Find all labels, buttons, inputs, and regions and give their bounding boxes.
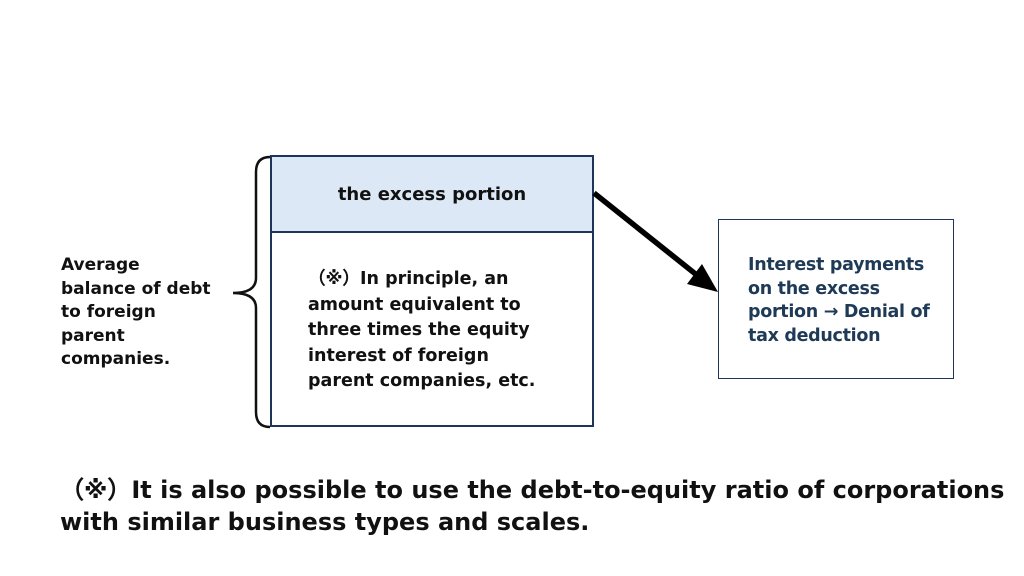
curly-brace-icon (232, 155, 271, 429)
principle-note: （※）In principle, an amount equivalent to… (308, 269, 536, 391)
excess-portion-header: the excess portion (272, 157, 592, 233)
debt-composition-box: the excess portion （※）In principle, an a… (270, 155, 594, 427)
arrow-icon (592, 190, 718, 292)
tax-deduction-denial-text: Interest payments on the excess portion … (748, 255, 930, 346)
average-debt-balance-label: Average balance of debt to foreign paren… (61, 255, 211, 369)
footnote: （※）It is also possible to use the debt-t… (60, 476, 1005, 536)
tax-deduction-denial-box: Interest payments on the excess portion … (718, 219, 954, 379)
